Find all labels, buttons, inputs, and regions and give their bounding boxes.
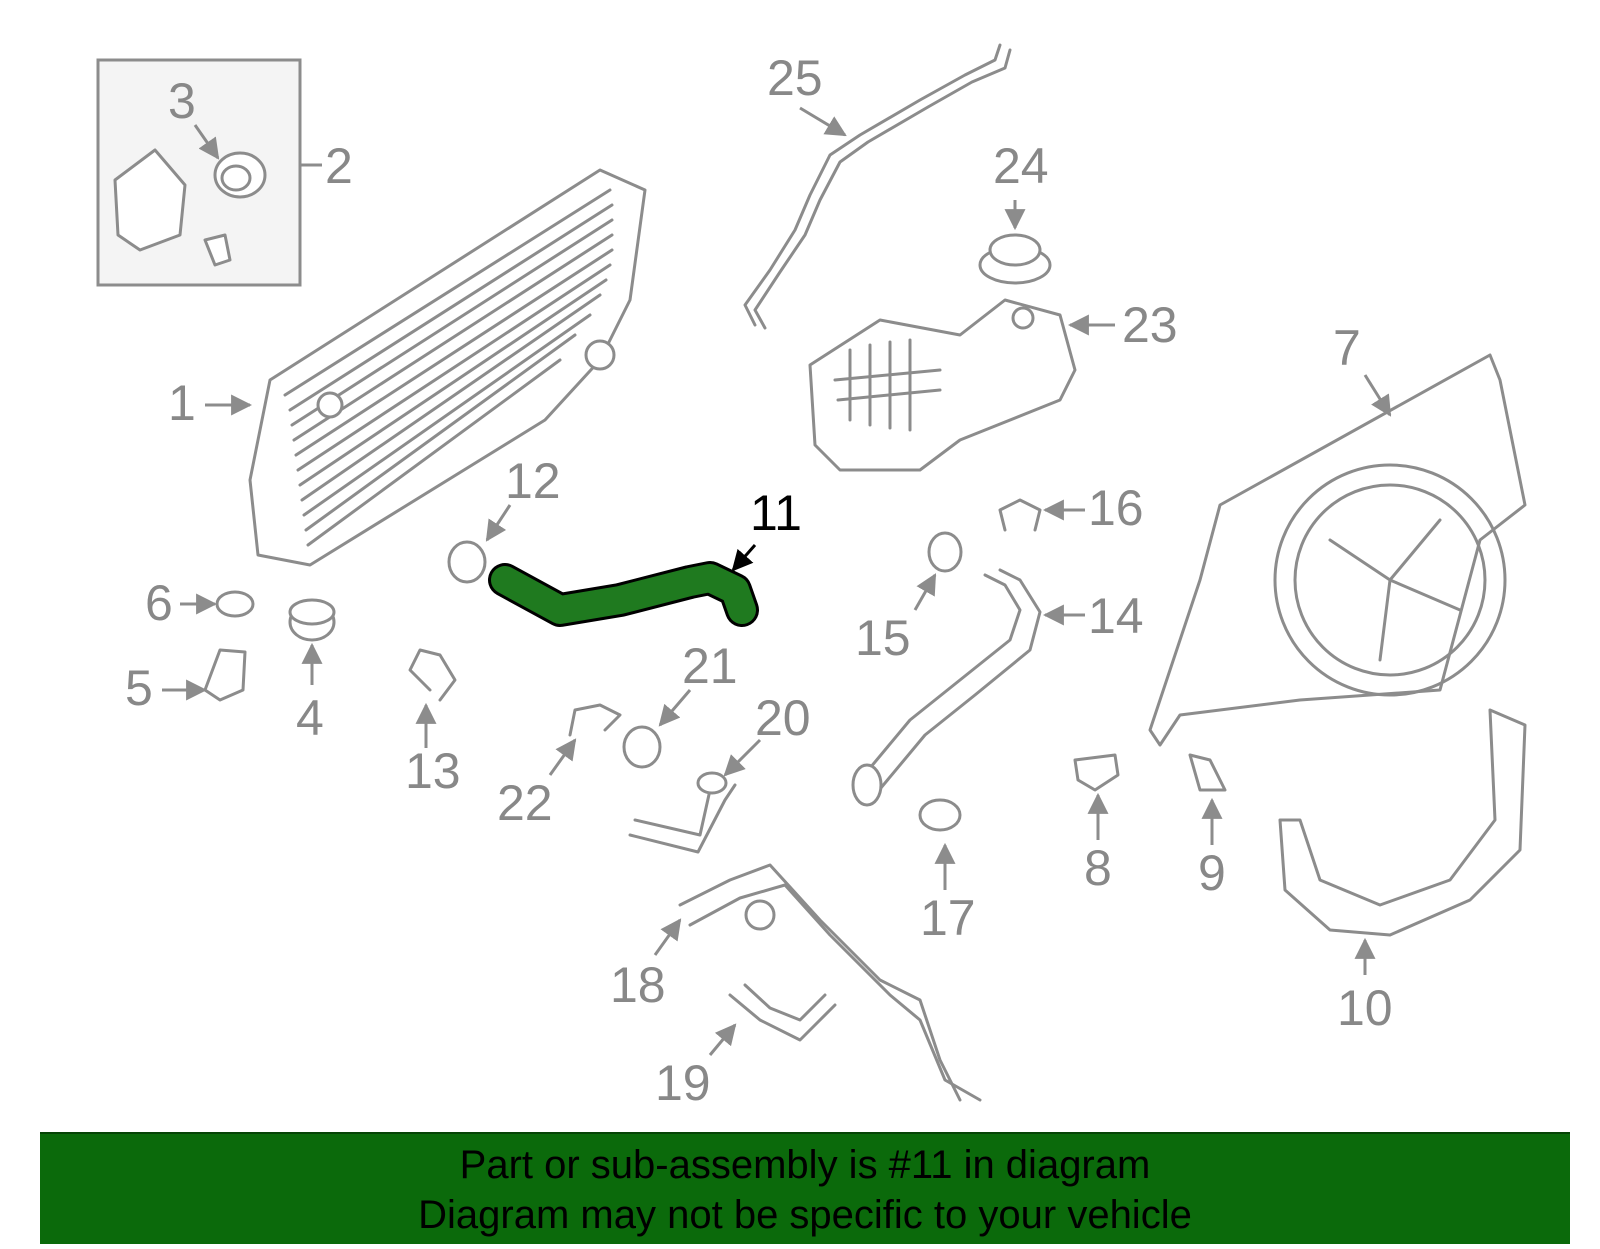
part-22-clamp [548, 703, 622, 776]
banner-line-1: Part or sub-assembly is #11 in diagram [459, 1143, 1151, 1187]
callout-14: 14 [1088, 588, 1144, 644]
callout-24: 24 [993, 138, 1049, 194]
callout-labels: 1 2 3 4 5 6 7 8 9 10 11 12 13 14 15 16 1… [125, 50, 1393, 1111]
callout-15: 15 [855, 610, 911, 666]
callout-10: 10 [1337, 980, 1393, 1036]
part-1-radiator [205, 168, 647, 567]
part-18-heater-hose [653, 863, 982, 1102]
callout-21: 21 [682, 638, 738, 694]
callout-3: 3 [168, 73, 196, 129]
callout-13: 13 [405, 743, 461, 799]
callout-2: 2 [325, 138, 353, 194]
part-2-inset [96, 58, 322, 287]
part-4-cap [288, 598, 336, 685]
callout-19: 19 [655, 1055, 711, 1111]
part-21-o-ring [622, 689, 692, 769]
callout-11: 11 [750, 485, 802, 541]
callout-18: 18 [610, 957, 666, 1013]
part-8-push-pin [1073, 753, 1120, 840]
part-5-sensor [162, 648, 247, 702]
callout-16: 16 [1088, 480, 1144, 536]
part-24-cap [978, 200, 1052, 285]
info-banner: Part or sub-assembly is #11 in diagram D… [40, 1132, 1570, 1244]
part-25-overflow-hose [743, 43, 1012, 330]
callout-5: 5 [125, 660, 153, 716]
callout-17: 17 [920, 890, 976, 946]
callout-1: 1 [168, 375, 196, 431]
part-23-reservoir [808, 298, 1115, 472]
part-14-lower-hose [851, 568, 1085, 807]
callout-25: 25 [767, 50, 823, 106]
callout-8: 8 [1084, 840, 1112, 896]
callout-12: 12 [505, 453, 561, 509]
banner-line-2: Diagram may not be specific to your vehi… [418, 1193, 1192, 1237]
callout-22: 22 [497, 775, 553, 831]
part-17-clamp [918, 798, 962, 890]
callout-4: 4 [296, 690, 324, 746]
part-11-upper-hose [488, 544, 759, 627]
part-6-o-ring [180, 590, 255, 618]
callout-7: 7 [1333, 320, 1361, 376]
callout-20: 20 [755, 690, 811, 746]
part-9-clip [1188, 753, 1227, 845]
part-15-o-ring [913, 531, 963, 611]
part-16-clamp [998, 498, 1085, 532]
part-12-o-ring [447, 504, 512, 584]
part-7-fan-shroud [1148, 353, 1527, 747]
parts-diagram: 1 2 3 4 5 6 7 8 9 10 11 12 13 14 15 16 1… [96, 43, 1527, 1111]
callout-23: 23 [1122, 297, 1178, 353]
callout-9: 9 [1198, 845, 1226, 901]
part-20-connector [628, 738, 762, 854]
part-19-hose [708, 983, 837, 1056]
callout-6: 6 [145, 575, 173, 631]
part-10-lower-shroud [1278, 708, 1527, 975]
part-13-clamp [408, 648, 457, 748]
